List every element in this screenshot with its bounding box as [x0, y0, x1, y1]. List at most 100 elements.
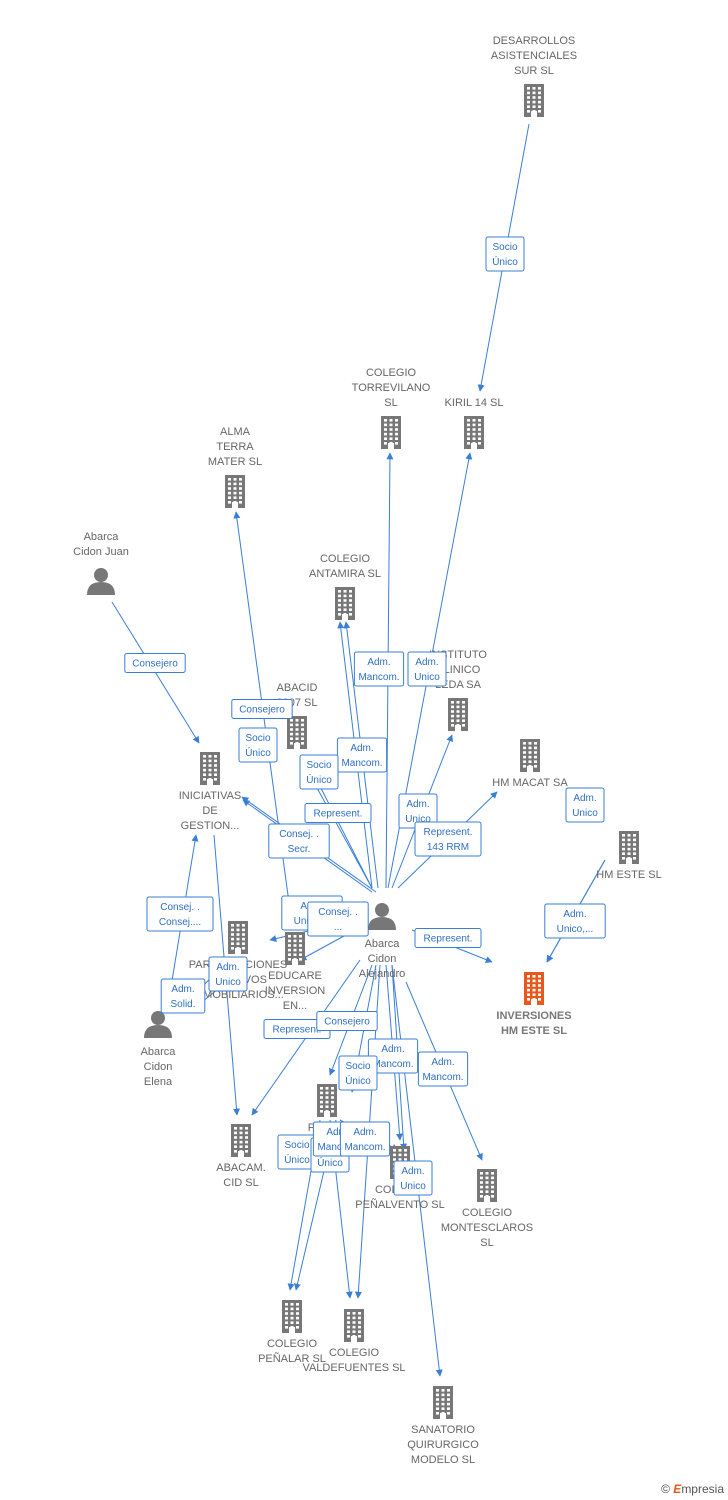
- edge-label[interactable]: Adm.Unico: [208, 956, 248, 992]
- node-label: INMOBILIARIOS...: [192, 989, 284, 1001]
- edge-label[interactable]: Adm.Unico: [393, 1160, 433, 1196]
- edge-label-text: Adm.: [350, 743, 373, 754]
- edge-label-text: Adm.: [431, 1057, 454, 1068]
- node-label: COLEGIO: [366, 367, 417, 379]
- node-educare[interactable]: EDUCAREINVERSIONEN...: [265, 932, 326, 1012]
- node-label: EDUCARE: [268, 970, 322, 982]
- edge-label-box: [544, 903, 606, 939]
- edge-label[interactable]: Consej. ....: [307, 901, 369, 937]
- building-icon: [477, 1169, 497, 1202]
- edge-label-text: Adm.: [573, 793, 596, 804]
- edge-label[interactable]: Adm.Solid.: [160, 978, 206, 1014]
- node-label: MODELO SL: [411, 1454, 475, 1466]
- node-label: INVERSIONES: [496, 1010, 571, 1022]
- brand-watermark: © Empresia: [661, 1482, 724, 1496]
- edge-label-text: Represent.: [273, 1025, 322, 1036]
- node-label: ALMA: [220, 426, 251, 438]
- edge-label[interactable]: Consejero: [231, 699, 293, 719]
- node-label: Alejandro: [359, 968, 405, 980]
- edge-label[interactable]: Adm. Mancom.: [336, 737, 388, 773]
- node-label: PEÑALAR SL: [258, 1352, 326, 1365]
- node-label: Elena: [144, 1076, 173, 1088]
- edge-label-box: [316, 1011, 378, 1031]
- building-icon: [282, 1300, 302, 1333]
- edge-label[interactable]: Represent.143 RRM: [414, 821, 482, 857]
- edge-label-text: Socio: [492, 242, 517, 253]
- building-icon: [200, 752, 220, 785]
- edge-label-text: Unico: [400, 1181, 426, 1192]
- edge-label[interactable]: Represent.: [304, 803, 372, 823]
- edge-label[interactable]: Adm. Unico: [565, 787, 605, 823]
- edge-label[interactable]: Consejero: [316, 1011, 378, 1031]
- edge-label-text: Mancom.: [422, 1072, 463, 1083]
- edge-label-text: Adm.: [367, 657, 390, 668]
- edge-label[interactable]: Consej. .Consej....: [146, 896, 214, 932]
- edge-label-box: [414, 928, 482, 948]
- edge-label-text: Unico,...: [557, 924, 594, 935]
- building-icon: [225, 475, 245, 508]
- edge-label-text: Único: [317, 1156, 343, 1169]
- node-label: ASISTENCIALES: [491, 50, 577, 62]
- edge-label-text: Unico: [572, 808, 598, 819]
- edge-label[interactable]: Adm.Unico: [398, 793, 438, 829]
- node-iniciativas[interactable]: INICIATIVASDEGESTION...: [179, 752, 242, 832]
- edge-label-box: [338, 1055, 378, 1091]
- node-abacam[interactable]: ABACAM.CID SL: [216, 1124, 266, 1189]
- building-icon: [520, 739, 540, 772]
- edge-label-text: Mancom.: [358, 672, 399, 683]
- node-label: SL: [480, 1237, 493, 1249]
- edge-label[interactable]: Represent.: [414, 928, 482, 948]
- edge-label[interactable]: Adm.Unico: [407, 651, 447, 687]
- node-label: INICIATIVAS: [179, 790, 242, 802]
- node-label: DESARROLLOS: [493, 35, 576, 47]
- node-label: COLEGIO: [320, 553, 371, 565]
- edge-label[interactable]: Consejero: [124, 653, 186, 673]
- edge-label[interactable]: Consej. .Secr.: [268, 823, 330, 859]
- edge-label-box: [353, 651, 405, 687]
- node-label: Abarca: [141, 1046, 177, 1058]
- node-hmmacat[interactable]: HM MACAT SA: [492, 739, 568, 789]
- node-label: Cidon: [368, 953, 397, 965]
- edge-label-text: Mancom.: [341, 758, 382, 769]
- node-kiril[interactable]: KIRIL 14 SL: [445, 397, 504, 449]
- node-label: KIRIL 14 SL: [445, 397, 504, 409]
- node-label: Cidon Juan: [73, 546, 129, 558]
- edge-label-text: Mancom.: [344, 1142, 385, 1153]
- node-hmeste[interactable]: HM ESTE SL: [596, 831, 662, 881]
- edge-label-text: Unico: [405, 814, 431, 825]
- edge-label-text: Socio: [306, 760, 331, 771]
- edge-label-text: Socio: [345, 1061, 370, 1072]
- node-label: VALDEFUENTES SL: [302, 1362, 405, 1374]
- edge-label[interactable]: Adm. Mancom.: [417, 1051, 469, 1087]
- edge-label-text: Adm.: [326, 1127, 349, 1138]
- edge-label-text: Adm.: [415, 657, 438, 668]
- edge-label[interactable]: Adm. Mancom.: [353, 651, 405, 687]
- node-label: INVERSION: [265, 985, 326, 997]
- edge-label-text: Represent.: [424, 827, 473, 838]
- edge-label-box: [124, 653, 186, 673]
- building-icon: [381, 416, 401, 449]
- building-icon: [228, 921, 248, 954]
- edge-label-box: [414, 821, 482, 857]
- edge-label[interactable]: Adm.Unico,...: [544, 903, 606, 939]
- building-icon: [619, 831, 639, 864]
- edge-label[interactable]: Adm.Mancom.: [339, 1121, 391, 1157]
